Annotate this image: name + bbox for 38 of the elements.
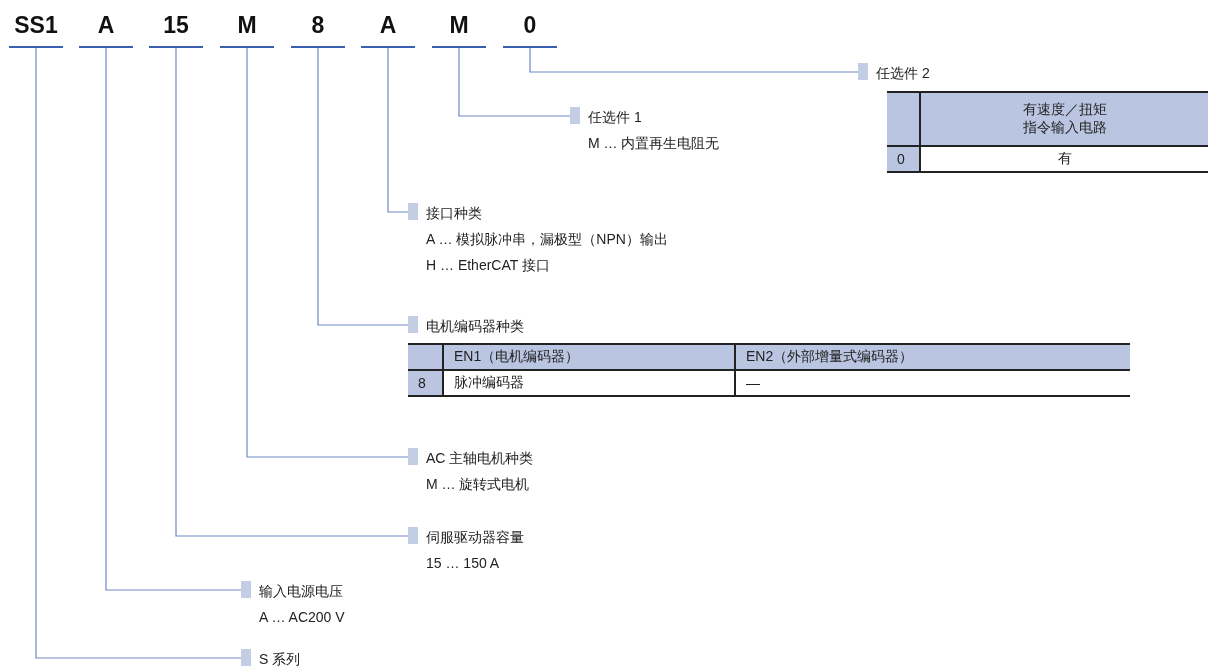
code-segment: 15: [149, 10, 203, 48]
table-header-cell: EN1（电机编码器）: [443, 344, 735, 370]
leader-line: [35, 47, 242, 659]
option-description: M … 旋转式电机: [426, 475, 531, 494]
option-description: A … 模拟脉冲串，漏极型（NPN）输出: [426, 230, 668, 249]
leader-line: [246, 47, 409, 458]
leader-line: [105, 47, 242, 591]
code-segment: 8: [291, 10, 345, 48]
option-heading: 任选件 1: [588, 108, 643, 127]
option-description: M … 内置再生电阻无: [588, 134, 720, 153]
code-segment: M: [220, 10, 274, 48]
option-description: A … AC200 V: [259, 608, 345, 627]
leader-line: [387, 47, 409, 213]
leader-line: [175, 47, 409, 537]
code-segment: A: [79, 10, 133, 48]
option-heading: 输入电源电压: [259, 582, 344, 601]
option-heading: 接口种类: [426, 204, 483, 223]
table-header-cell: EN2（外部增量式编码器）: [735, 344, 1130, 370]
leader-line: [529, 47, 859, 73]
leader-line: [458, 47, 571, 117]
option-heading: AC 主轴电机种类: [426, 449, 534, 468]
table-header-cell: 有速度／扭矩指令输入电路: [920, 92, 1208, 146]
code-segment: M: [432, 10, 486, 48]
code-segment: A: [361, 10, 415, 48]
table-cell: —: [735, 370, 1130, 396]
option-heading: S 系列: [259, 650, 301, 669]
option-heading: 伺服驱动器容量: [426, 528, 524, 547]
leader-line: [317, 47, 409, 326]
table-cell: 8: [408, 370, 443, 396]
option-description: H … EtherCAT 接口: [426, 256, 551, 275]
code-segment: SS1: [9, 10, 63, 48]
option-heading: 任选件 2: [876, 64, 930, 83]
code-segment: 0: [503, 10, 557, 48]
option-description: 15 … 150 A: [426, 554, 501, 573]
table-cell: 有: [920, 146, 1208, 172]
table-cell: 0: [887, 146, 920, 172]
table-cell: 脉冲编码器: [443, 370, 735, 396]
option-heading: 电机编码器种类: [426, 317, 524, 336]
